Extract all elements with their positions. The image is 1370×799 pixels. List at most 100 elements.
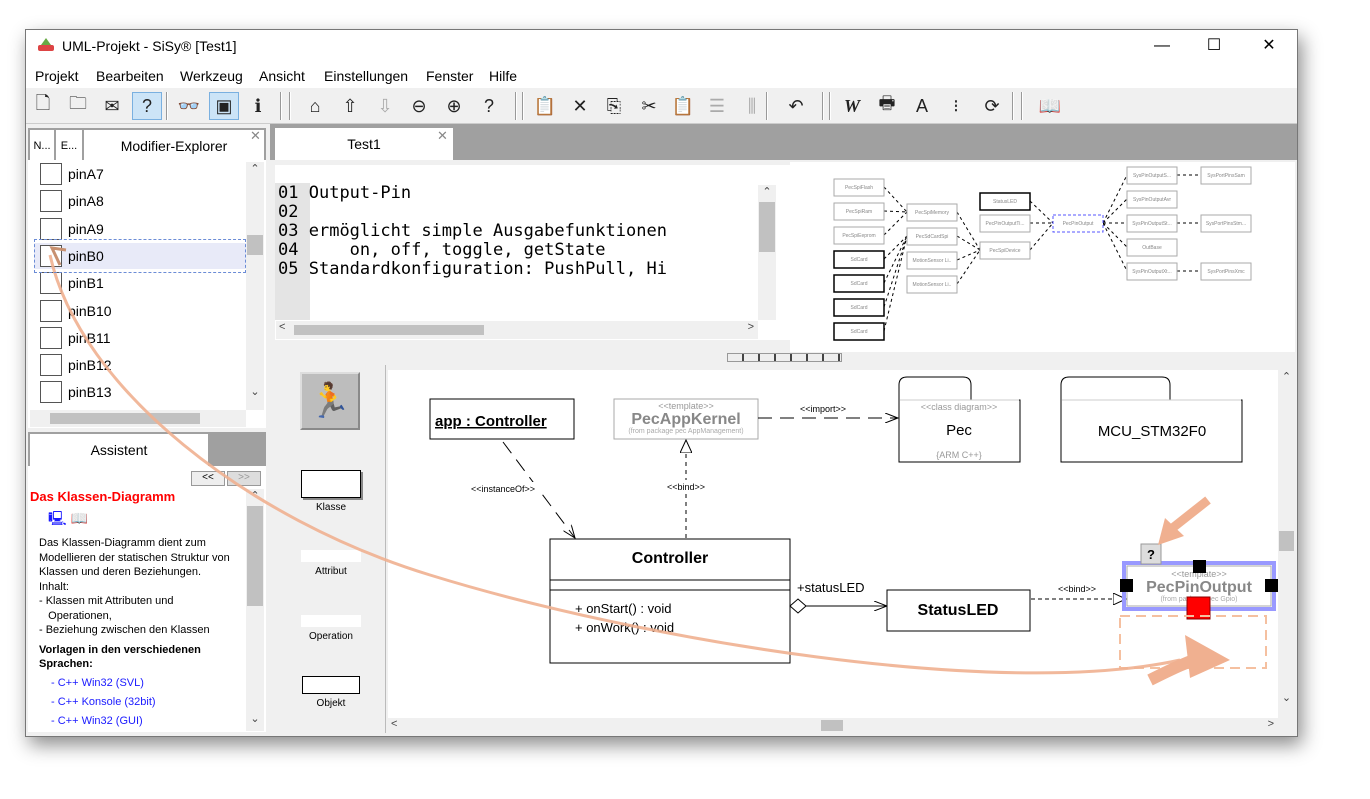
overview-node[interactable] <box>979 192 1031 211</box>
checkbox[interactable] <box>40 190 62 213</box>
new-button[interactable]: 🗋 <box>28 92 58 120</box>
refresh-button[interactable]: ⟳ <box>977 92 1007 120</box>
up-button[interactable]: ⇧ <box>335 92 365 120</box>
editor-hscrollbar[interactable]: <> <box>276 321 758 339</box>
align-button[interactable]: ☰ <box>702 92 732 120</box>
menu-einstellungen[interactable]: Einstellungen <box>324 68 409 84</box>
book-button[interactable]: 📖 <box>1035 92 1065 120</box>
checkbox[interactable] <box>40 299 62 322</box>
context-help-button[interactable]: ? <box>474 92 504 120</box>
checkbox[interactable] <box>40 381 62 404</box>
zoom-out-button[interactable]: ⊖ <box>404 92 434 120</box>
paste-button[interactable]: 📋 <box>668 92 698 120</box>
explorer-hscrollbar[interactable] <box>30 410 246 427</box>
canvas-vscrollbar[interactable]: ⌃⌄ <box>1278 370 1295 718</box>
list-item[interactable]: pinB11 <box>34 325 246 351</box>
menu-werkzeug[interactable]: Werkzeug <box>180 68 243 84</box>
menu-projekt[interactable]: Projekt <box>35 68 79 84</box>
open-button[interactable]: 🗀 <box>63 92 93 120</box>
menu-hilfe[interactable]: Hilfe <box>489 68 518 84</box>
checkbox[interactable] <box>40 217 62 240</box>
overview-node[interactable] <box>1126 166 1178 185</box>
list-item[interactable]: pinA7 <box>34 161 246 187</box>
palette-item-operation[interactable]: Operation <box>291 613 371 657</box>
list-item[interactable]: pinA9 <box>34 216 246 242</box>
template-link[interactable]: - C++ Konsole (32bit) <box>51 695 156 708</box>
overview-node[interactable] <box>833 226 885 245</box>
home-button[interactable]: ⌂ <box>300 92 330 120</box>
distribute-button[interactable]: ⫼ <box>737 92 767 120</box>
item-label: pinB10 <box>68 302 112 319</box>
checkbox[interactable] <box>40 326 62 349</box>
overview-node[interactable] <box>1052 214 1104 233</box>
palette-item-objekt[interactable]: Objekt <box>291 672 371 716</box>
list-item[interactable]: pinB10 <box>34 298 246 324</box>
maximize-button[interactable]: ☐ <box>1206 37 1222 54</box>
menu-ansicht[interactable]: Ansicht <box>259 68 305 84</box>
overview-node[interactable] <box>1200 262 1252 281</box>
splitter-handle[interactable] <box>727 353 842 362</box>
close-button[interactable]: ✕ <box>1262 37 1276 54</box>
down-button[interactable]: ⇩ <box>370 92 400 120</box>
editor-vscrollbar[interactable]: ⌃ <box>758 185 776 320</box>
help-button[interactable]: ? <box>132 92 162 120</box>
delete-button[interactable]: ✕ <box>565 92 595 120</box>
list-button[interactable]: ⁝ <box>941 92 971 120</box>
list-item[interactable]: pinA8 <box>34 188 246 214</box>
menu-fenster[interactable]: Fenster <box>426 68 474 84</box>
template-link[interactable]: - C++ Win32 (SVL) <box>51 676 144 689</box>
overview-node[interactable] <box>1200 166 1252 185</box>
tab-modifier-explorer[interactable]: Modifier-Explorer <box>84 130 264 160</box>
print-button[interactable]: 🖶 <box>872 92 902 120</box>
canvas-hscrollbar[interactable]: <> <box>388 718 1278 733</box>
assistant-prev-button[interactable]: << <box>191 471 225 486</box>
close-tab-icon[interactable]: ✕ <box>437 128 448 143</box>
list-item[interactable]: pinB13 <box>34 379 246 405</box>
tab-navigator[interactable]: N... <box>30 130 54 160</box>
info-button[interactable]: ℹ <box>243 92 273 120</box>
overview-node[interactable] <box>833 202 885 221</box>
properties-button[interactable]: 📋 <box>530 92 560 120</box>
checkbox[interactable] <box>40 163 62 185</box>
undo-button[interactable]: ↶ <box>781 92 811 120</box>
palette-shape <box>301 470 361 498</box>
cut-button[interactable]: ✂ <box>634 92 664 120</box>
list-item[interactable]: pinB1 <box>34 270 246 296</box>
tab-test1[interactable]: Test1 <box>275 128 453 162</box>
list-item[interactable]: pinB12 <box>34 352 246 378</box>
word-button[interactable]: W <box>837 92 867 120</box>
explorer-vscrollbar[interactable]: ⌃⌄ <box>246 162 264 410</box>
overview-node[interactable] <box>906 203 958 222</box>
zoom-in-button[interactable]: ⊕ <box>439 92 469 120</box>
overview-node[interactable] <box>1200 214 1252 233</box>
exit-diagram-button[interactable]: 🏃 <box>300 372 360 430</box>
assistant-next-button[interactable]: >> <box>227 471 261 486</box>
window-button[interactable]: ▣ <box>209 92 239 120</box>
close-tab-icon[interactable]: ✕ <box>250 128 261 143</box>
overview-node[interactable] <box>1126 214 1178 233</box>
mail-button[interactable]: ✉ <box>97 92 127 120</box>
minimize-button[interactable]: — <box>1154 37 1170 54</box>
overview-node[interactable] <box>833 178 885 197</box>
find-button[interactable]: 👓 <box>174 92 204 120</box>
line-number: 03 <box>278 221 299 241</box>
diagram-canvas[interactable] <box>388 370 1278 718</box>
computer-icon[interactable]: 🖳 <box>48 510 67 526</box>
list-item[interactable]: pinB0 <box>34 242 246 269</box>
overview-node[interactable] <box>1126 190 1178 209</box>
overview-node[interactable] <box>979 214 1031 233</box>
palette-item-attribut[interactable]: Attribut <box>291 548 371 592</box>
template-link[interactable]: - C++ Win32 (GUI) <box>51 714 143 727</box>
tab-assistant[interactable]: Assistent <box>30 434 208 466</box>
checkbox[interactable] <box>40 244 62 267</box>
tab-explorer[interactable]: E... <box>56 130 82 160</box>
assistant-vscrollbar[interactable]: ⌃⌄ <box>246 489 264 731</box>
menu-bearbeiten[interactable]: Bearbeiten <box>96 68 164 84</box>
checkbox[interactable] <box>40 272 62 295</box>
overview-node[interactable] <box>906 227 958 246</box>
palette-item-klasse[interactable]: Klasse <box>291 470 371 514</box>
book-icon[interactable]: 📖 <box>70 510 89 526</box>
copy-button[interactable]: ⎘ <box>599 92 629 120</box>
font-button[interactable]: A <box>907 92 937 120</box>
checkbox[interactable] <box>40 354 62 377</box>
